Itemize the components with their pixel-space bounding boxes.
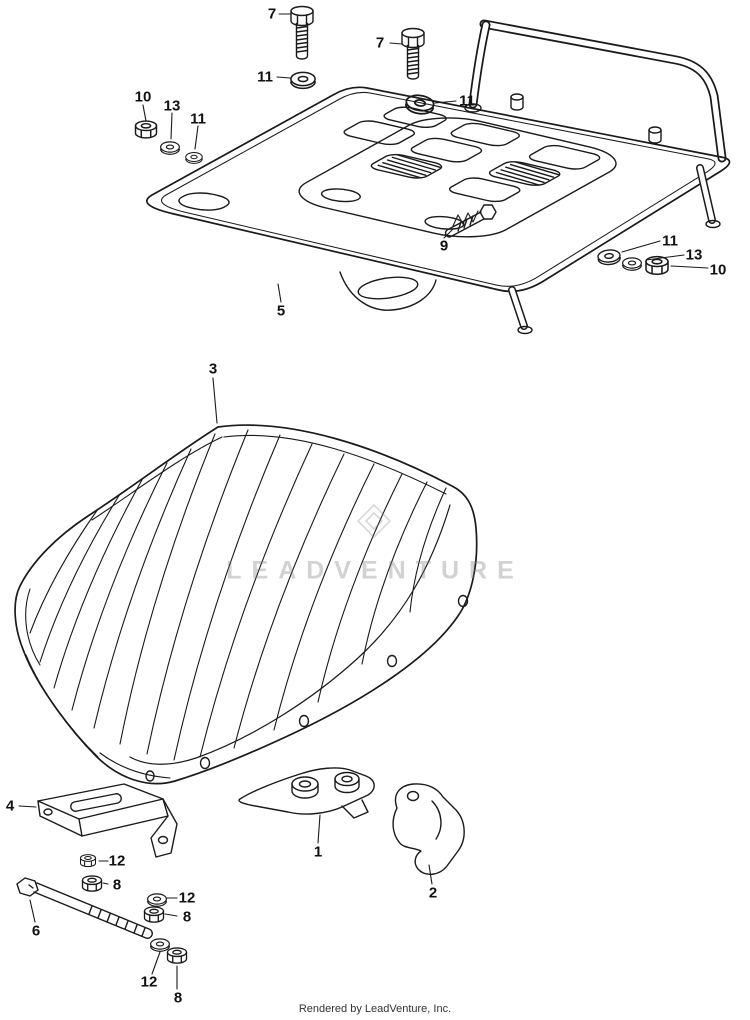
callout-1-hinge[interactable]: 1 xyxy=(313,843,323,861)
footer-credit: Rendered by LeadVenture, Inc. xyxy=(298,1003,452,1015)
callout-13-washer-right[interactable]: 13 xyxy=(685,246,703,264)
seat-ribs xyxy=(29,429,447,761)
washer-12-c xyxy=(150,938,170,952)
callout-8-nut-a[interactable]: 8 xyxy=(112,876,122,894)
callout-8-nut-b[interactable]: 8 xyxy=(182,908,192,926)
callout-4-bracket[interactable]: 4 xyxy=(5,797,15,815)
seat-hinge-1 xyxy=(238,767,375,819)
callout-8-nut-c[interactable]: 8 xyxy=(173,989,183,1007)
rack-leg xyxy=(696,164,721,229)
callout-7-bolt-right[interactable]: 7 xyxy=(375,34,385,52)
seat xyxy=(14,424,478,785)
bolt-6 xyxy=(16,877,153,939)
nut-12-a xyxy=(79,854,97,868)
rack-rail xyxy=(464,19,727,163)
callout-11-washer-left-2[interactable]: 11 xyxy=(190,110,206,128)
nut-8-b xyxy=(143,906,165,923)
bolt-9 xyxy=(444,204,497,238)
rail-mount-stud xyxy=(648,126,662,144)
callout-6-bolt[interactable]: 6 xyxy=(31,922,41,940)
nut-8-c xyxy=(166,947,188,964)
callout-5-carrier[interactable]: 5 xyxy=(276,302,286,320)
washer-11-right xyxy=(596,248,622,267)
callout-11-washer-left[interactable]: 11 xyxy=(257,68,273,86)
callout-11-washer-right[interactable]: 11 xyxy=(662,232,678,250)
callout-3-seat[interactable]: 3 xyxy=(208,360,218,378)
callout-12-washer-c[interactable]: 12 xyxy=(140,973,158,991)
callout-10-nut-right[interactable]: 10 xyxy=(709,261,727,279)
bolt-7-left xyxy=(290,5,314,60)
bolt-7-right xyxy=(401,27,425,80)
leader-lines xyxy=(18,13,709,990)
callout-12-washer-b[interactable]: 12 xyxy=(178,889,196,907)
seat-bracket-4 xyxy=(37,783,178,858)
callout-11-washer-rack[interactable]: 11 xyxy=(459,92,475,110)
washer-13-right xyxy=(622,257,642,271)
seat-catch-2 xyxy=(392,783,465,875)
callout-13-washer-left[interactable]: 13 xyxy=(163,97,181,115)
washer-11-left-2 xyxy=(185,151,203,164)
luggage-rack xyxy=(147,24,730,334)
nut-10-left xyxy=(134,120,158,139)
nut-8-a xyxy=(81,875,103,892)
washer-13-left xyxy=(160,141,180,155)
washer-12-b xyxy=(147,893,167,907)
rack-plate xyxy=(147,87,730,333)
rack-slots xyxy=(171,95,635,267)
washer-11-left xyxy=(290,71,316,90)
seat-rivets xyxy=(145,594,469,782)
watermark-logo-icon xyxy=(357,504,391,538)
callout-7-bolt-left[interactable]: 7 xyxy=(267,5,277,23)
callout-12-nut-a[interactable]: 12 xyxy=(108,852,126,870)
callout-10-nut-left[interactable]: 10 xyxy=(134,88,152,106)
rack-leg xyxy=(508,286,533,335)
rail-mount-stud xyxy=(510,93,524,111)
callout-2-catch[interactable]: 2 xyxy=(428,884,438,902)
callout-9-bolt-rack[interactable]: 9 xyxy=(439,237,449,255)
